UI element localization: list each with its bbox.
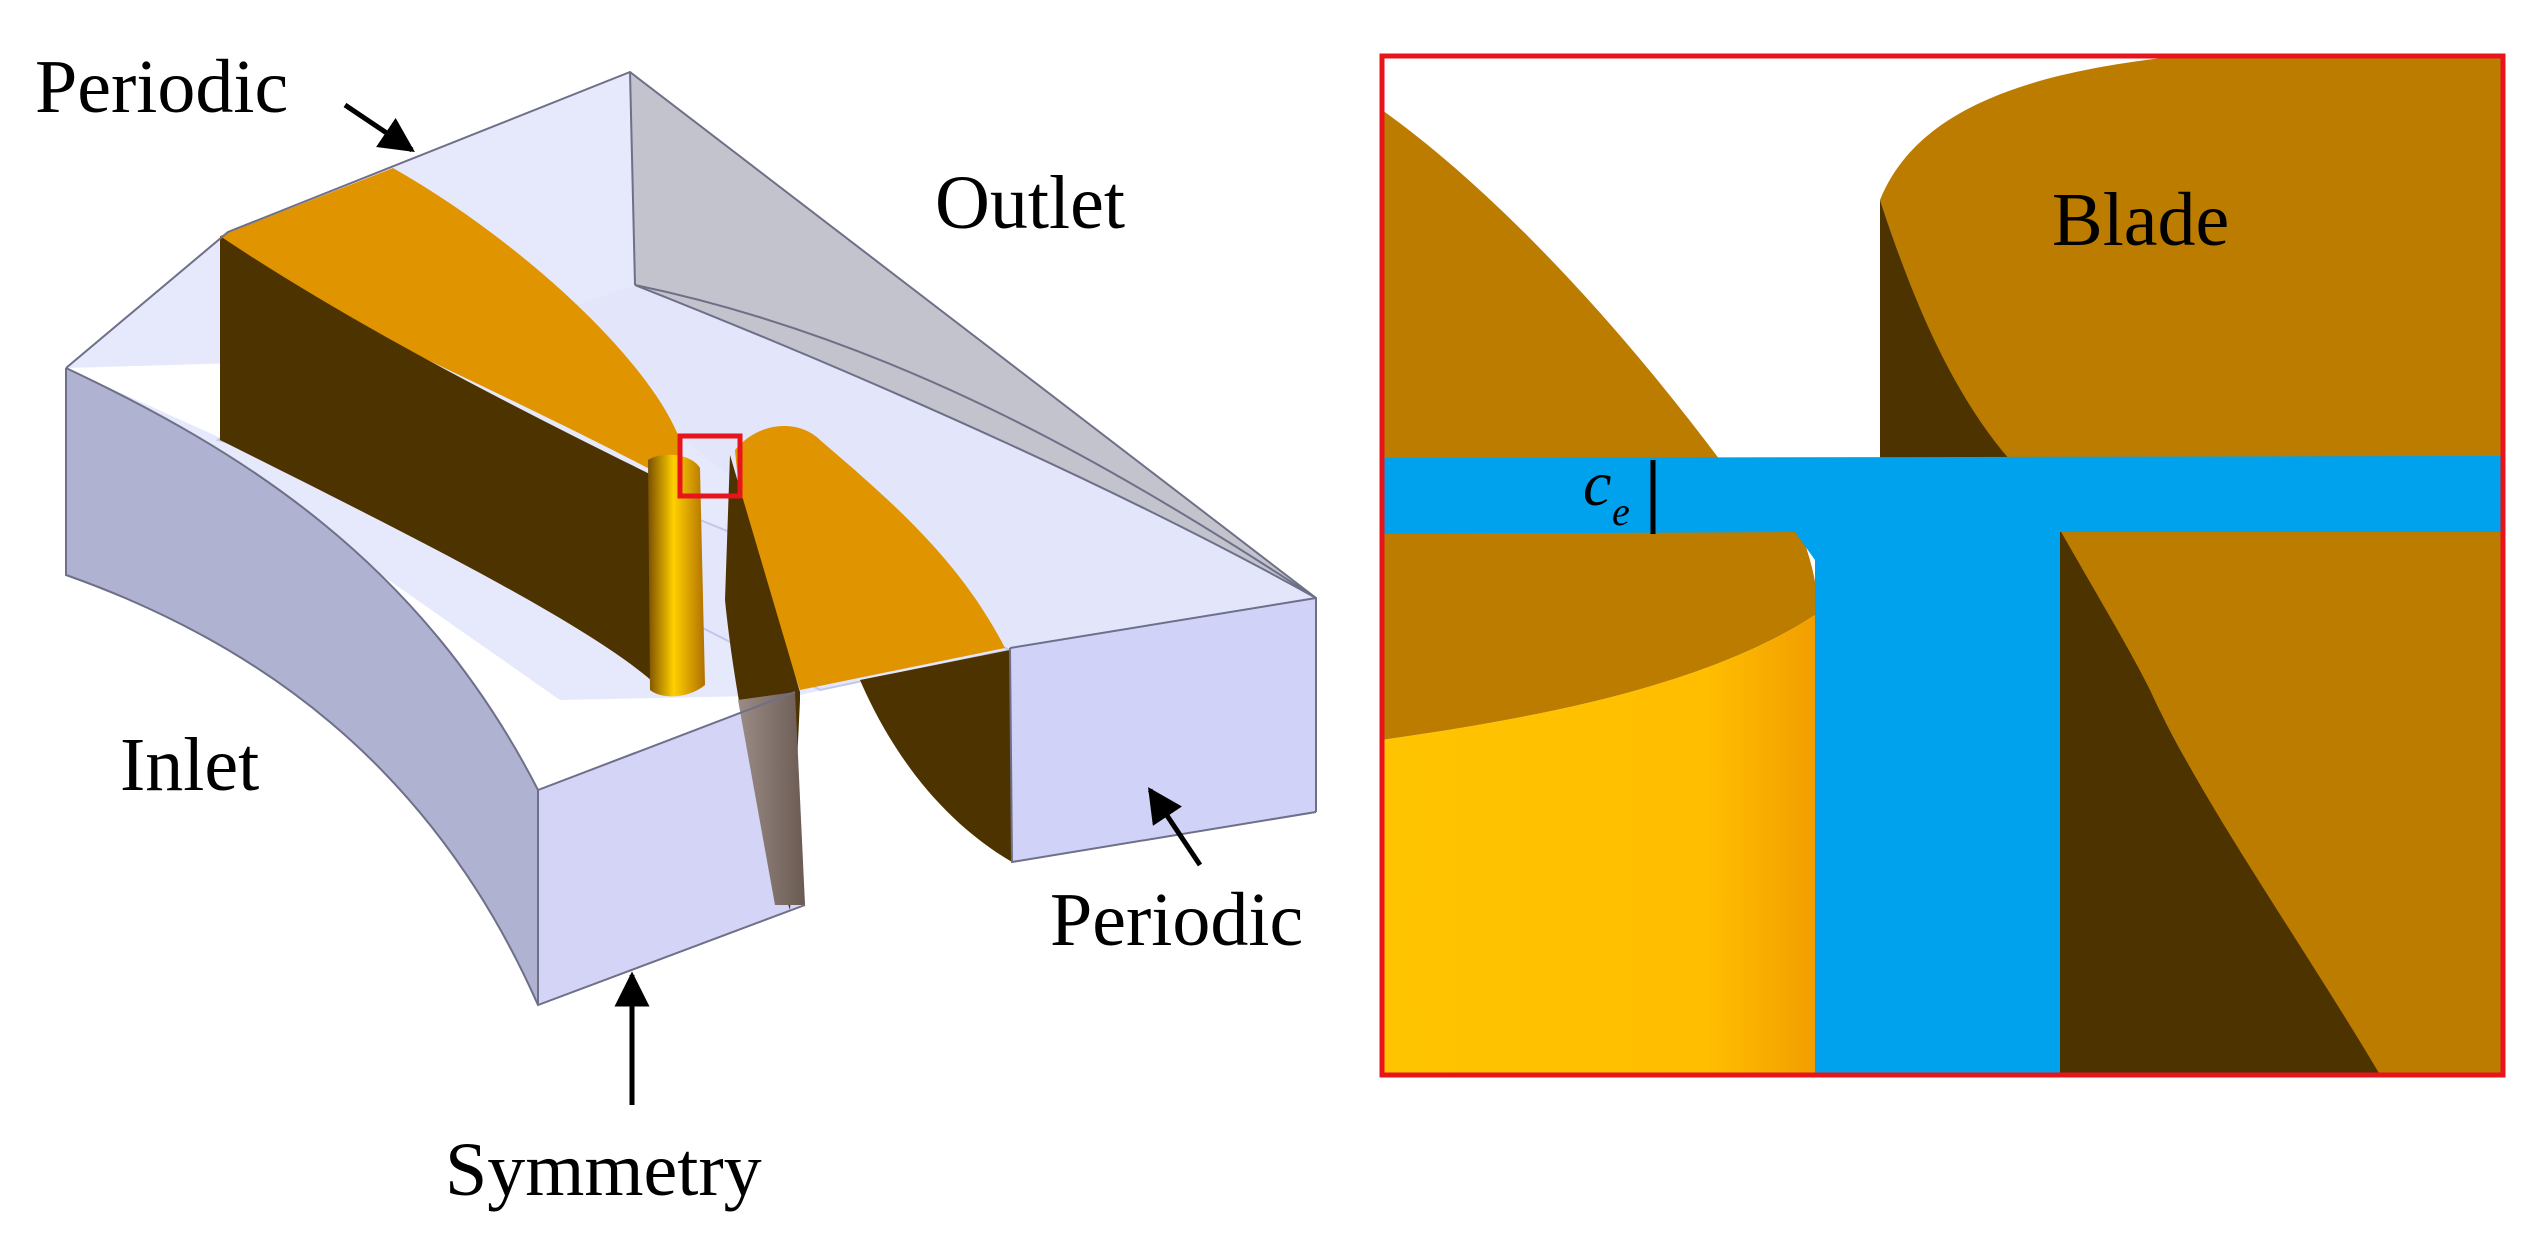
inset-blade-side-lower-right bbox=[2060, 530, 2380, 1075]
blade-1-leading-edge bbox=[648, 454, 705, 697]
arrow-icon bbox=[1147, 787, 1203, 867]
gap-symbol: c bbox=[1583, 448, 1611, 519]
arrow-icon bbox=[343, 102, 415, 153]
blade-2-side-lower bbox=[860, 650, 1012, 862]
symmetry-face bbox=[538, 692, 805, 1005]
periodic-face-right bbox=[1010, 598, 1316, 862]
inset-blade-top-left bbox=[1382, 56, 1720, 460]
gap-subscript: e bbox=[1612, 489, 1630, 534]
domain-edges bbox=[65, 70, 1317, 1007]
blade-2-top bbox=[735, 426, 1005, 690]
label-blade: Blade bbox=[2052, 178, 2229, 262]
zoom-region-marker bbox=[677, 433, 743, 499]
inlet-face bbox=[66, 368, 538, 1005]
zoom-frame bbox=[1379, 53, 2506, 1078]
top-face-right bbox=[560, 285, 1316, 648]
label-symmetry: Symmetry bbox=[445, 1128, 762, 1212]
domain-3d-view: Periodic Outlet Inlet Periodic Symmetry bbox=[35, 45, 1317, 1212]
label-inlet: Inlet bbox=[120, 723, 259, 807]
clearance-fluid bbox=[1382, 456, 2503, 1075]
inset-blade-face bbox=[1382, 615, 1815, 1075]
tip-gap bbox=[738, 692, 805, 905]
inset-blade-top-lower-right bbox=[2060, 530, 2503, 1075]
blade-1-side bbox=[220, 236, 662, 690]
inset-blade-top-lower-left bbox=[1382, 530, 1817, 740]
zoom-inset: c e Blade bbox=[1379, 53, 2506, 1078]
label-periodic-top: Periodic bbox=[35, 45, 288, 129]
label-outlet: Outlet bbox=[935, 161, 1125, 245]
label-periodic-right: Periodic bbox=[1050, 878, 1303, 962]
blade-1-top bbox=[220, 168, 680, 484]
